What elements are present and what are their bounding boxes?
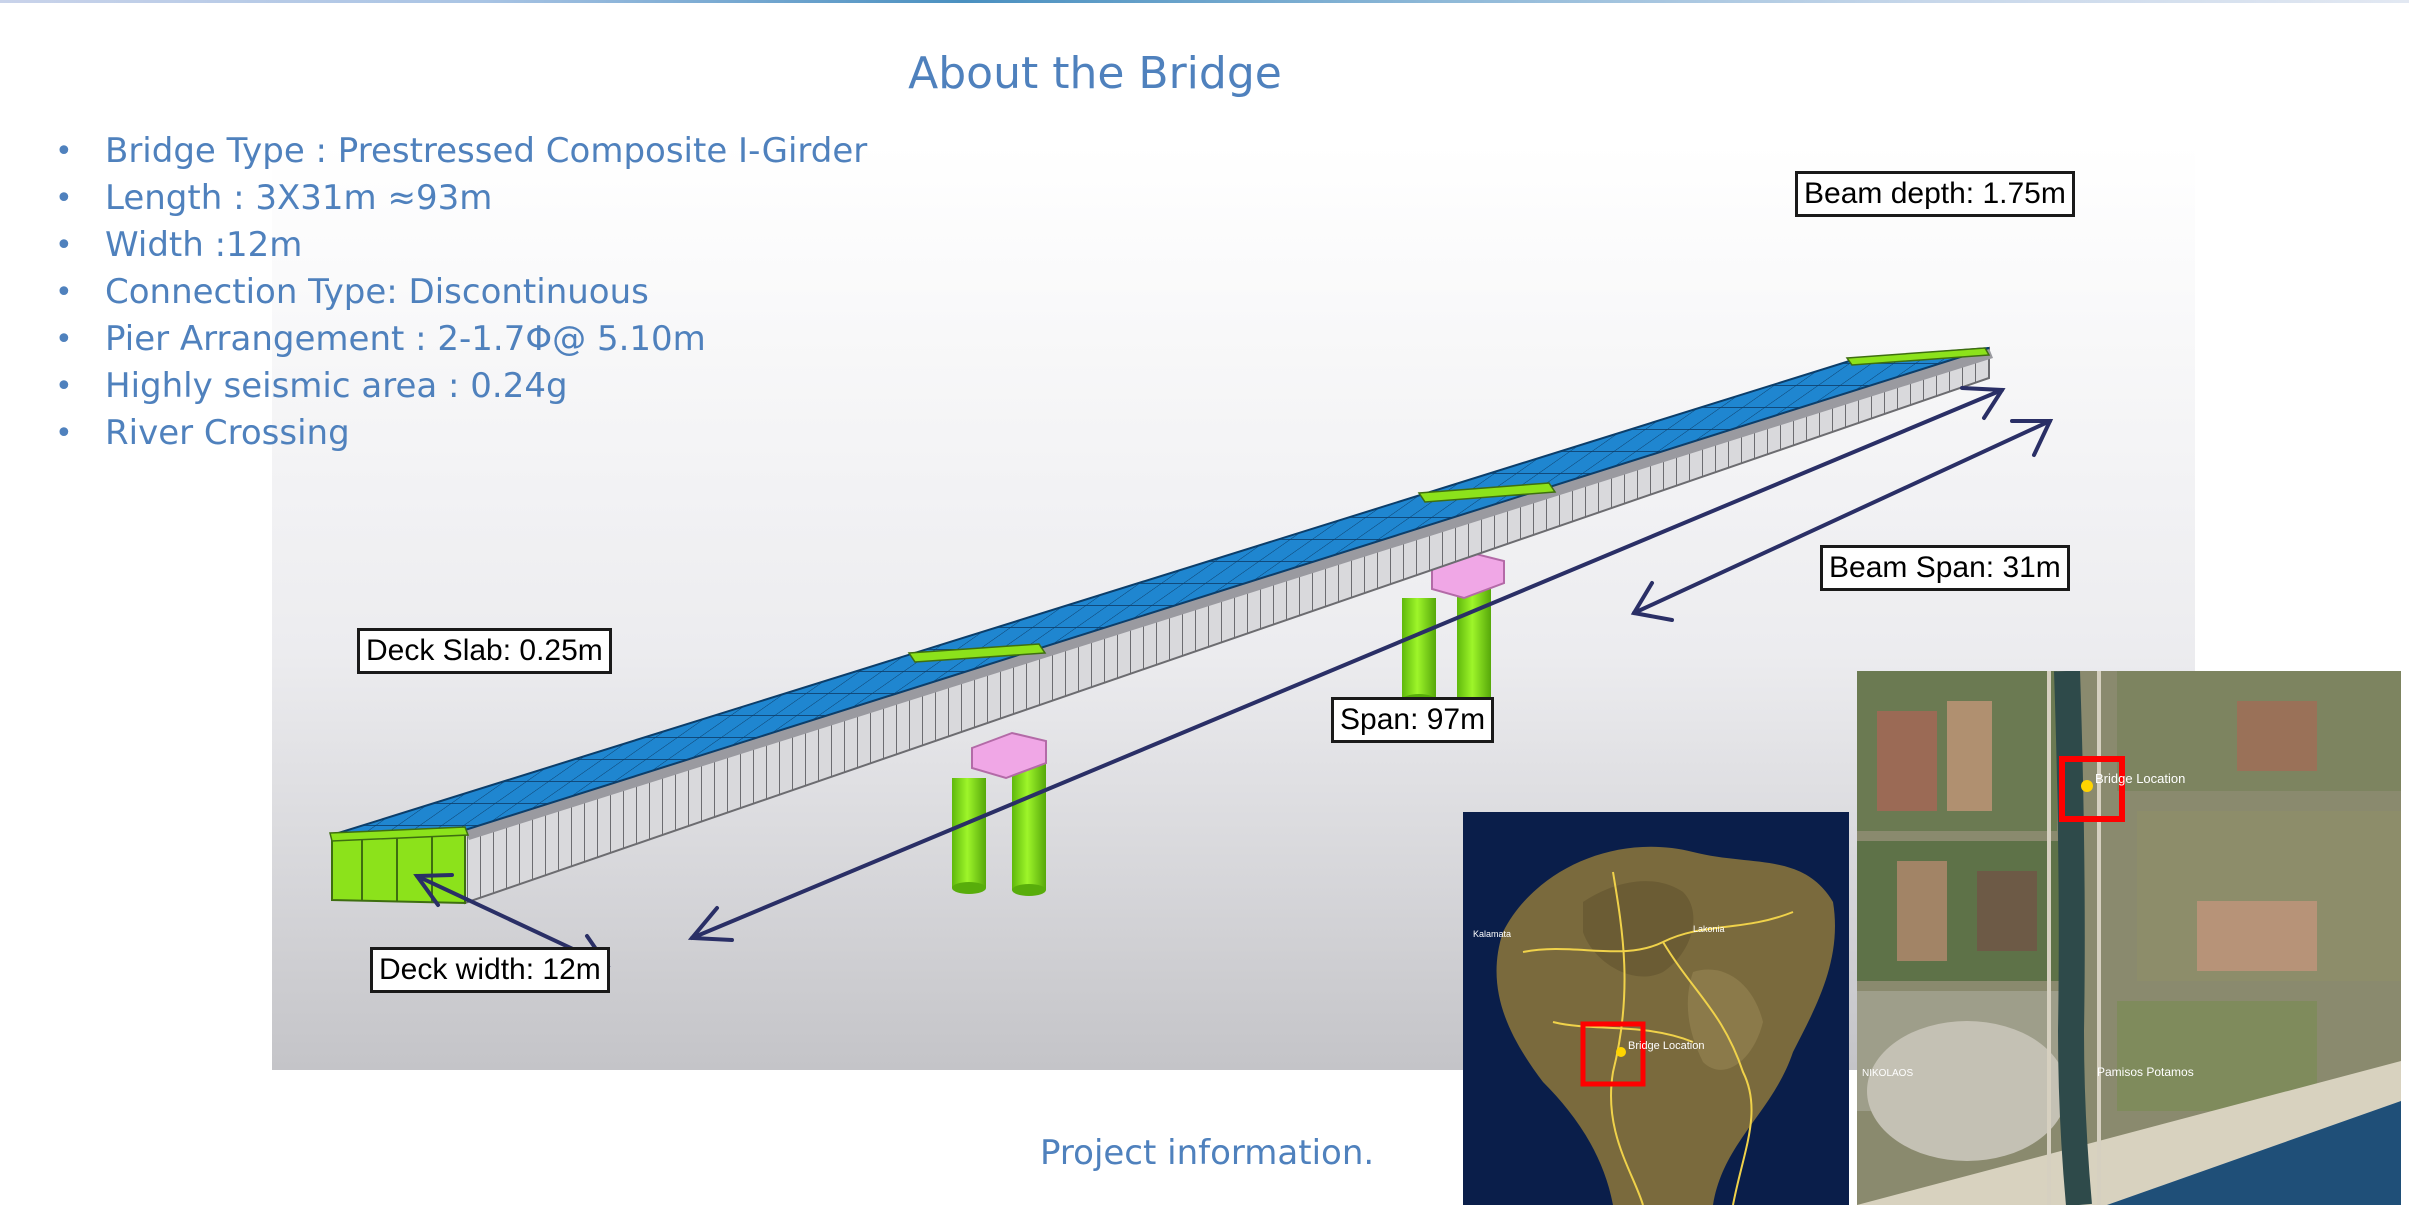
abutment-end xyxy=(331,828,466,905)
region-marker-label: Bridge Location xyxy=(1628,1040,1704,1052)
deck-slab-label: Deck Slab: 0.25m xyxy=(357,628,612,674)
river xyxy=(2054,671,2092,1205)
land-mass xyxy=(1496,846,1835,1205)
pier-column xyxy=(1457,578,1491,718)
pier-column xyxy=(952,778,986,888)
beam-depth-label: Beam depth: 1.75m xyxy=(1795,171,2075,217)
bullet-river-crossing: River Crossing xyxy=(50,410,867,457)
bridge-location-marker xyxy=(1580,1021,1646,1087)
bullet-connection-type: Connection Type: Discontinuous xyxy=(50,269,867,316)
pier-cap xyxy=(971,731,1047,780)
deck-width-label: Deck width: 12m xyxy=(370,947,610,993)
beam-span-arrow xyxy=(1630,419,2054,622)
sea-area xyxy=(2107,1101,2401,1205)
pier-column xyxy=(1402,598,1436,700)
bridge-3d-model xyxy=(272,143,2195,1070)
place-label: Lakonia xyxy=(1693,924,1725,934)
river-name-label: Pamisos Potamos xyxy=(2097,1065,2194,1079)
bullet-length: Length : 3X31m ≈93m xyxy=(50,175,867,222)
bullet-bridge-type: Bridge Type : Prestressed Composite I-Gi… xyxy=(50,128,867,175)
bridge-location-marker xyxy=(2059,756,2125,822)
slide-footer: Project information. xyxy=(1040,1133,1375,1173)
bridge-facts-list: Bridge Type : Prestressed Composite I-Gi… xyxy=(50,128,867,457)
local-satellite-map: Bridge Location Pamisos Potamos NIKOLAOS xyxy=(1857,671,2401,1205)
road-lines xyxy=(1522,871,1794,1205)
bullet-seismic-area: Highly seismic area : 0.24g xyxy=(50,363,867,410)
bullet-width: Width :12m xyxy=(50,222,867,269)
place-label: Kalamata xyxy=(1473,929,1511,939)
slide-title: About the Bridge xyxy=(908,48,1282,99)
local-marker-label: Bridge Location xyxy=(2095,771,2185,786)
span-arrow xyxy=(687,386,2006,942)
regional-map: Bridge Location Kalamata Lakonia xyxy=(1463,812,1849,1205)
expansion-joint xyxy=(1417,482,1557,503)
bullet-pier-arrangement: Pier Arrangement : 2-1.7Φ@ 5.10m xyxy=(50,316,867,363)
top-accent-line xyxy=(0,0,2409,3)
place-label: NIKOLAOS xyxy=(1862,1068,1913,1079)
expansion-joint xyxy=(907,643,1047,663)
pier-column xyxy=(1012,755,1046,890)
beam-span-label: Beam Span: 31m xyxy=(1820,545,2070,591)
span-label: Span: 97m xyxy=(1331,697,1495,743)
